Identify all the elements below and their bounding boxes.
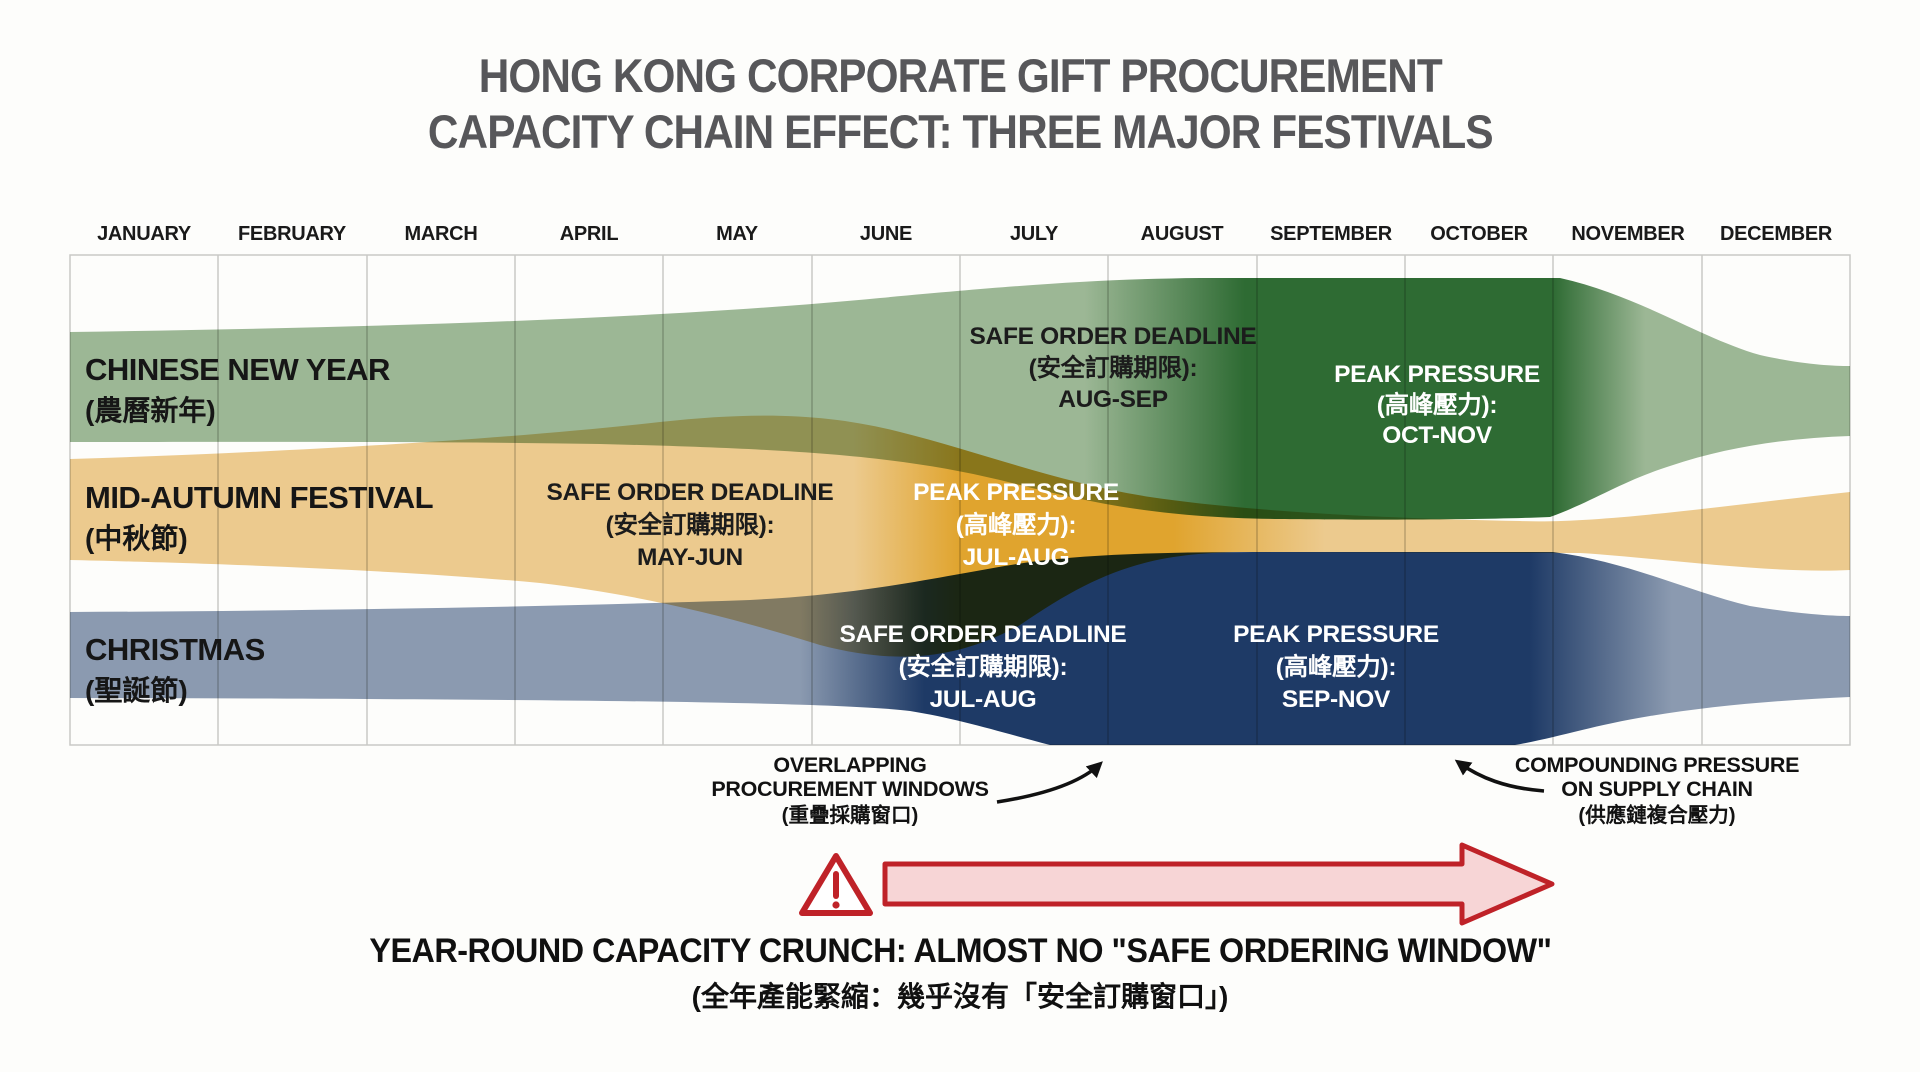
cny-peak-pressure-note: PEAK PRESSURE (高峰壓力): OCT-NOV	[1334, 361, 1540, 449]
note-line: PEAK PRESSURE	[913, 479, 1119, 506]
mid-autumn-safe-order-note: SAFE ORDER DEADLINE (安全訂購期限): MAY-JUN	[547, 479, 834, 571]
month-label: NOVEMBER	[1571, 223, 1685, 245]
band-chinese-new-year	[70, 278, 1850, 520]
festival-bands	[70, 278, 1850, 745]
mid-autumn-peak-pressure-note: PEAK PRESSURE (高峰壓力): JUL-AUG	[913, 479, 1119, 571]
overlap-callout-arrow	[996, 761, 1103, 804]
annotation-line: ON SUPPLY CHAIN	[1561, 777, 1752, 801]
month-label: MAY	[716, 223, 759, 245]
note-line: MAY-JUN	[637, 544, 743, 571]
note-line: SAFE ORDER DEADLINE	[970, 323, 1257, 350]
annotation-line: OVERLAPPING	[773, 753, 926, 777]
note-line: SEP-NOV	[1282, 686, 1391, 713]
band-mid-autumn	[70, 415, 1850, 657]
note-line: (安全訂購期限):	[606, 510, 775, 539]
note-line: (高峰壓力):	[1377, 390, 1497, 419]
note-line: (高峰壓力):	[956, 510, 1076, 539]
band-label-christmas-zh: (聖誕節)	[85, 674, 188, 706]
month-label: JUNE	[860, 223, 912, 245]
month-label: SEPTEMBER	[1270, 223, 1393, 245]
note-line: SAFE ORDER DEADLINE	[547, 479, 834, 506]
note-line: SAFE ORDER DEADLINE	[840, 621, 1127, 648]
band-label-mid-autumn: MID-AUTUMN FESTIVAL	[85, 480, 433, 515]
month-label: DECEMBER	[1720, 223, 1833, 245]
annotation-line: COMPOUNDING PRESSURE	[1515, 753, 1799, 777]
month-label: AUGUST	[1141, 223, 1224, 245]
compounding-pressure-annotation: COMPOUNDING PRESSURE ON SUPPLY CHAIN (供應…	[1454, 753, 1799, 827]
overlapping-windows-annotation: OVERLAPPING PROCUREMENT WINDOWS (重疊採購窗口)	[711, 753, 1103, 827]
month-label: FEBRUARY	[238, 223, 347, 245]
band-label-cny-zh: (農曆新年)	[85, 394, 216, 426]
page-title: HONG KONG CORPORATE GIFT PROCUREMENT	[479, 51, 1443, 103]
annotation-line: (重疊採購窗口)	[782, 803, 919, 827]
year-round-pressure-arrow	[882, 842, 1555, 926]
month-label: JANUARY	[97, 223, 192, 245]
year-round-crunch-graphic	[799, 842, 1555, 926]
cny-safe-order-note: SAFE ORDER DEADLINE (安全訂購期限): AUG-SEP	[970, 323, 1257, 413]
compounding-callout-arrow	[1454, 759, 1545, 793]
footer-block: YEAR-ROUND CAPACITY CRUNCH: ALMOST NO "S…	[369, 932, 1552, 1012]
note-line: (高峰壓力):	[1276, 652, 1396, 681]
christmas-peak-pressure-note: PEAK PRESSURE (高峰壓力): SEP-NOV	[1233, 621, 1439, 713]
note-line: JUL-AUG	[930, 686, 1037, 713]
month-label: MARCH	[405, 223, 478, 245]
title-block: HONG KONG CORPORATE GIFT PROCUREMENT CAP…	[428, 51, 1494, 159]
note-line: PEAK PRESSURE	[1334, 361, 1540, 388]
note-line: JUL-AUG	[963, 544, 1070, 571]
note-line: (安全訂購期限):	[1029, 353, 1198, 382]
annotation-line: PROCUREMENT WINDOWS	[711, 777, 988, 801]
note-line: AUG-SEP	[1058, 386, 1168, 413]
band-name-labels: CHINESE NEW YEAR (農曆新年) MID-AUTUMN FESTI…	[85, 352, 434, 706]
month-label: JULY	[1010, 223, 1059, 245]
note-line: (安全訂購期限):	[899, 652, 1068, 681]
band-notes: SAFE ORDER DEADLINE (安全訂購期限): AUG-SEP PE…	[547, 323, 1541, 713]
band-label-mid-autumn-zh: (中秋節)	[85, 522, 188, 554]
annotation-line: (供應鏈複合壓力)	[1578, 803, 1735, 827]
footer-headline: YEAR-ROUND CAPACITY CRUNCH: ALMOST NO "S…	[369, 932, 1551, 970]
band-christmas	[70, 552, 1850, 745]
month-label: OCTOBER	[1430, 223, 1528, 245]
band-label-cny: CHINESE NEW YEAR	[85, 352, 390, 387]
warning-exclamation-dot	[832, 901, 840, 909]
month-axis: JANUARY FEBRUARY MARCH APRIL MAY JUNE JU…	[97, 223, 1833, 245]
month-label: APRIL	[560, 223, 619, 245]
page-subtitle: CAPACITY CHAIN EFFECT: THREE MAJOR FESTI…	[428, 107, 1493, 159]
note-line: OCT-NOV	[1382, 422, 1492, 449]
footer-headline-zh: (全年產能緊縮：幾乎沒有「安全訂購窗口」)	[692, 980, 1229, 1012]
christmas-safe-order-note: SAFE ORDER DEADLINE (安全訂購期限): JUL-AUG	[840, 621, 1127, 713]
note-line: PEAK PRESSURE	[1233, 621, 1439, 648]
band-label-christmas: CHRISTMAS	[85, 632, 265, 667]
